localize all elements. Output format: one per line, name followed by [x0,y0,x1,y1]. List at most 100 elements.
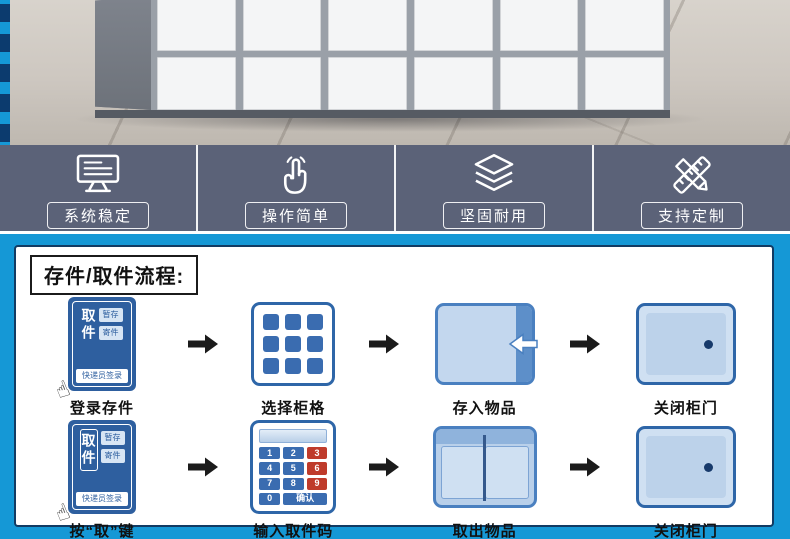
keypad-key: 3 [306,447,328,460]
keypad-key: 1 [259,447,280,460]
grid-cell [285,358,302,374]
step-icon-slot: 取件 暂存 寄件 快递员签录 ☝ [52,295,136,404]
hand-cursor-icon: ☝ [51,498,74,527]
locker-frame: 取件 暂存 寄件 快递员签录 [72,424,132,510]
locker-keypanel-icon: 取件 暂存 寄件 快递员签录 ☝ [52,420,136,527]
feature-label: 坚固耐用 [442,202,545,229]
door-center-line [483,435,487,501]
keypad-key: 8 [282,477,304,490]
door-knob [703,339,713,349]
locker-body: 取件 暂存 寄件 [76,429,128,489]
store-key-label: 暂存 [100,431,125,445]
keypad-key: 2 [282,447,304,460]
step-take-out-item: 取出物品 [419,418,551,539]
open-double-locker-icon [432,426,537,508]
pencil-ruler-icon [668,151,716,199]
send-key-label: 寄件 [100,449,125,463]
stripe-segment [0,94,10,112]
cabinet-column [413,0,493,110]
grid-cell [263,314,280,330]
feature-easy-operation: 操作简单 [198,145,396,231]
step-deposit-item: 存入物品 [419,295,551,418]
keypad-key: 7 [259,477,280,490]
feature-durable: 坚固耐用 [396,145,594,231]
feature-system-stable: 系统稳定 [0,145,198,231]
pickup-flow-row: 取件 暂存 寄件 快递员签录 ☝ [28,418,760,539]
cabinet-column [328,0,407,110]
step-press-take-key: 取件 暂存 寄件 快递员签录 ☝ [36,418,168,539]
step-login-deposit: 取件 暂存 寄件 快递员签录 ☝ [36,295,168,418]
grid-cell [285,314,302,330]
cabinet-column [499,0,579,110]
step-label: 按“取”键 [69,523,135,539]
cabinet-column [242,0,322,110]
step-icon-slot: 取件 暂存 寄件 快递员签录 ☝ [52,418,136,527]
step-icon-slot: 1 2 3 4 5 6 7 8 9 0 [250,418,337,516]
step-label: 关闭柜门 [653,523,718,539]
deposit-flow-row: 取件 暂存 寄件 快递员签录 ☝ [28,295,760,418]
locker-cabinet-photo [95,0,670,118]
step-icon-slot [434,295,538,393]
stripe-segment [0,124,10,142]
step-icon-slot [635,295,736,393]
cabinet-side-panel [95,0,151,110]
feature-label: 系统稳定 [46,202,149,229]
grid-cell [307,314,324,330]
keypad-confirm-key: 确认 [282,492,328,505]
keypad-key: 5 [282,462,304,475]
grid-cell [285,336,302,352]
cabinet-column [157,0,236,110]
locker-door [413,57,493,110]
monitor-icon [73,151,123,199]
locker-door [499,0,579,51]
flow-arrow-icon [187,457,218,477]
flow-arrow-icon [187,334,218,354]
step-label: 取出物品 [452,523,517,539]
locker-frame: 取件 暂存 寄件 快递员签录 [72,301,132,387]
locker-door [157,0,236,51]
left-accent-stripe [0,0,10,145]
step-close-door: 关闭柜门 [620,295,752,418]
step-enter-pickup-code: 1 2 3 4 5 6 7 8 9 0 [237,418,349,539]
locker-door [157,57,236,110]
door-panel [645,313,726,375]
open-door-right [484,446,529,499]
keypad-key: 4 [259,462,280,475]
cabinet-base [95,110,670,118]
send-key-label: 寄件 [98,326,123,340]
locker-door [585,57,664,110]
locker-door [328,57,407,110]
closed-locker-icon [635,426,736,508]
open-door-left [440,446,485,499]
take-key-label: 取件 [80,308,97,342]
divider-strip [0,231,790,234]
locker-body: 取件 暂存 寄件 [76,306,128,366]
grid-cell [307,336,324,352]
process-section: 存件/取件流程: 取件 暂存 [0,234,790,539]
step-select-locker: 选择柜格 [237,295,349,418]
locker-grid-icon [251,302,336,386]
stripe-segment [0,64,10,82]
grid-cell [263,336,280,352]
process-rows: 取件 暂存 寄件 快递员签录 ☝ [28,295,760,539]
door-knob [703,462,713,472]
locker-door [499,57,579,110]
locker-door [585,0,664,51]
flow-arrow-icon [570,334,601,354]
feature-label: 操作简单 [244,202,347,229]
courier-signin-label: 快递员签录 [76,492,128,506]
door-panel [645,436,726,498]
keypad-keys: 1 2 3 4 5 6 7 8 9 0 [259,447,328,505]
product-photo [10,0,790,145]
open-locker-icon [434,303,538,385]
grid-cell [263,358,280,374]
flow-arrow-icon [368,334,399,354]
step-icon-slot [251,295,336,393]
step-icon-slot [635,418,736,516]
feature-label: 支持定制 [640,202,743,229]
step-label: 登录存件 [69,400,134,417]
insert-arrow-icon [508,333,538,355]
step-icon-slot [432,418,537,516]
keypad-key: 6 [306,462,328,475]
keypad-display [259,429,328,443]
